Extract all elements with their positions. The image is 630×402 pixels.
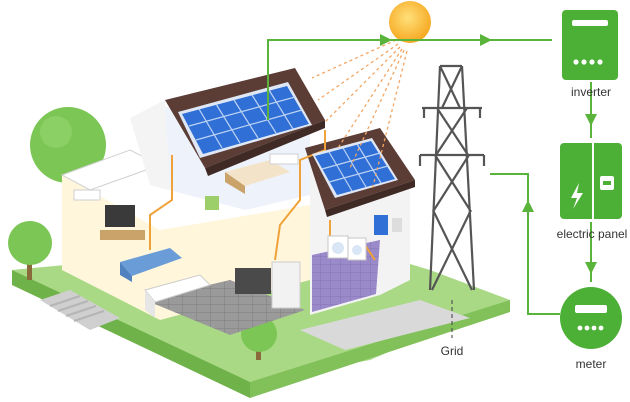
tree-icon	[30, 107, 106, 200]
electric-panel-label: electric panel	[556, 227, 628, 241]
flow-arrows	[380, 34, 597, 274]
grid-label: Grid	[440, 344, 464, 358]
transmission-tower-icon	[418, 64, 486, 291]
sun-rays	[311, 39, 408, 191]
meter-icon	[560, 287, 622, 349]
solar-panel-icon	[178, 82, 312, 158]
tree-icon	[8, 221, 52, 280]
electric-panel-icon	[560, 143, 622, 219]
lightning-bolt-icon	[571, 183, 583, 209]
solar-panel-icon	[312, 138, 398, 198]
inverter-icon	[562, 10, 618, 80]
sun-icon	[389, 1, 431, 43]
inverter-label: inverter	[570, 85, 611, 99]
meter-label: meter	[575, 357, 607, 371]
